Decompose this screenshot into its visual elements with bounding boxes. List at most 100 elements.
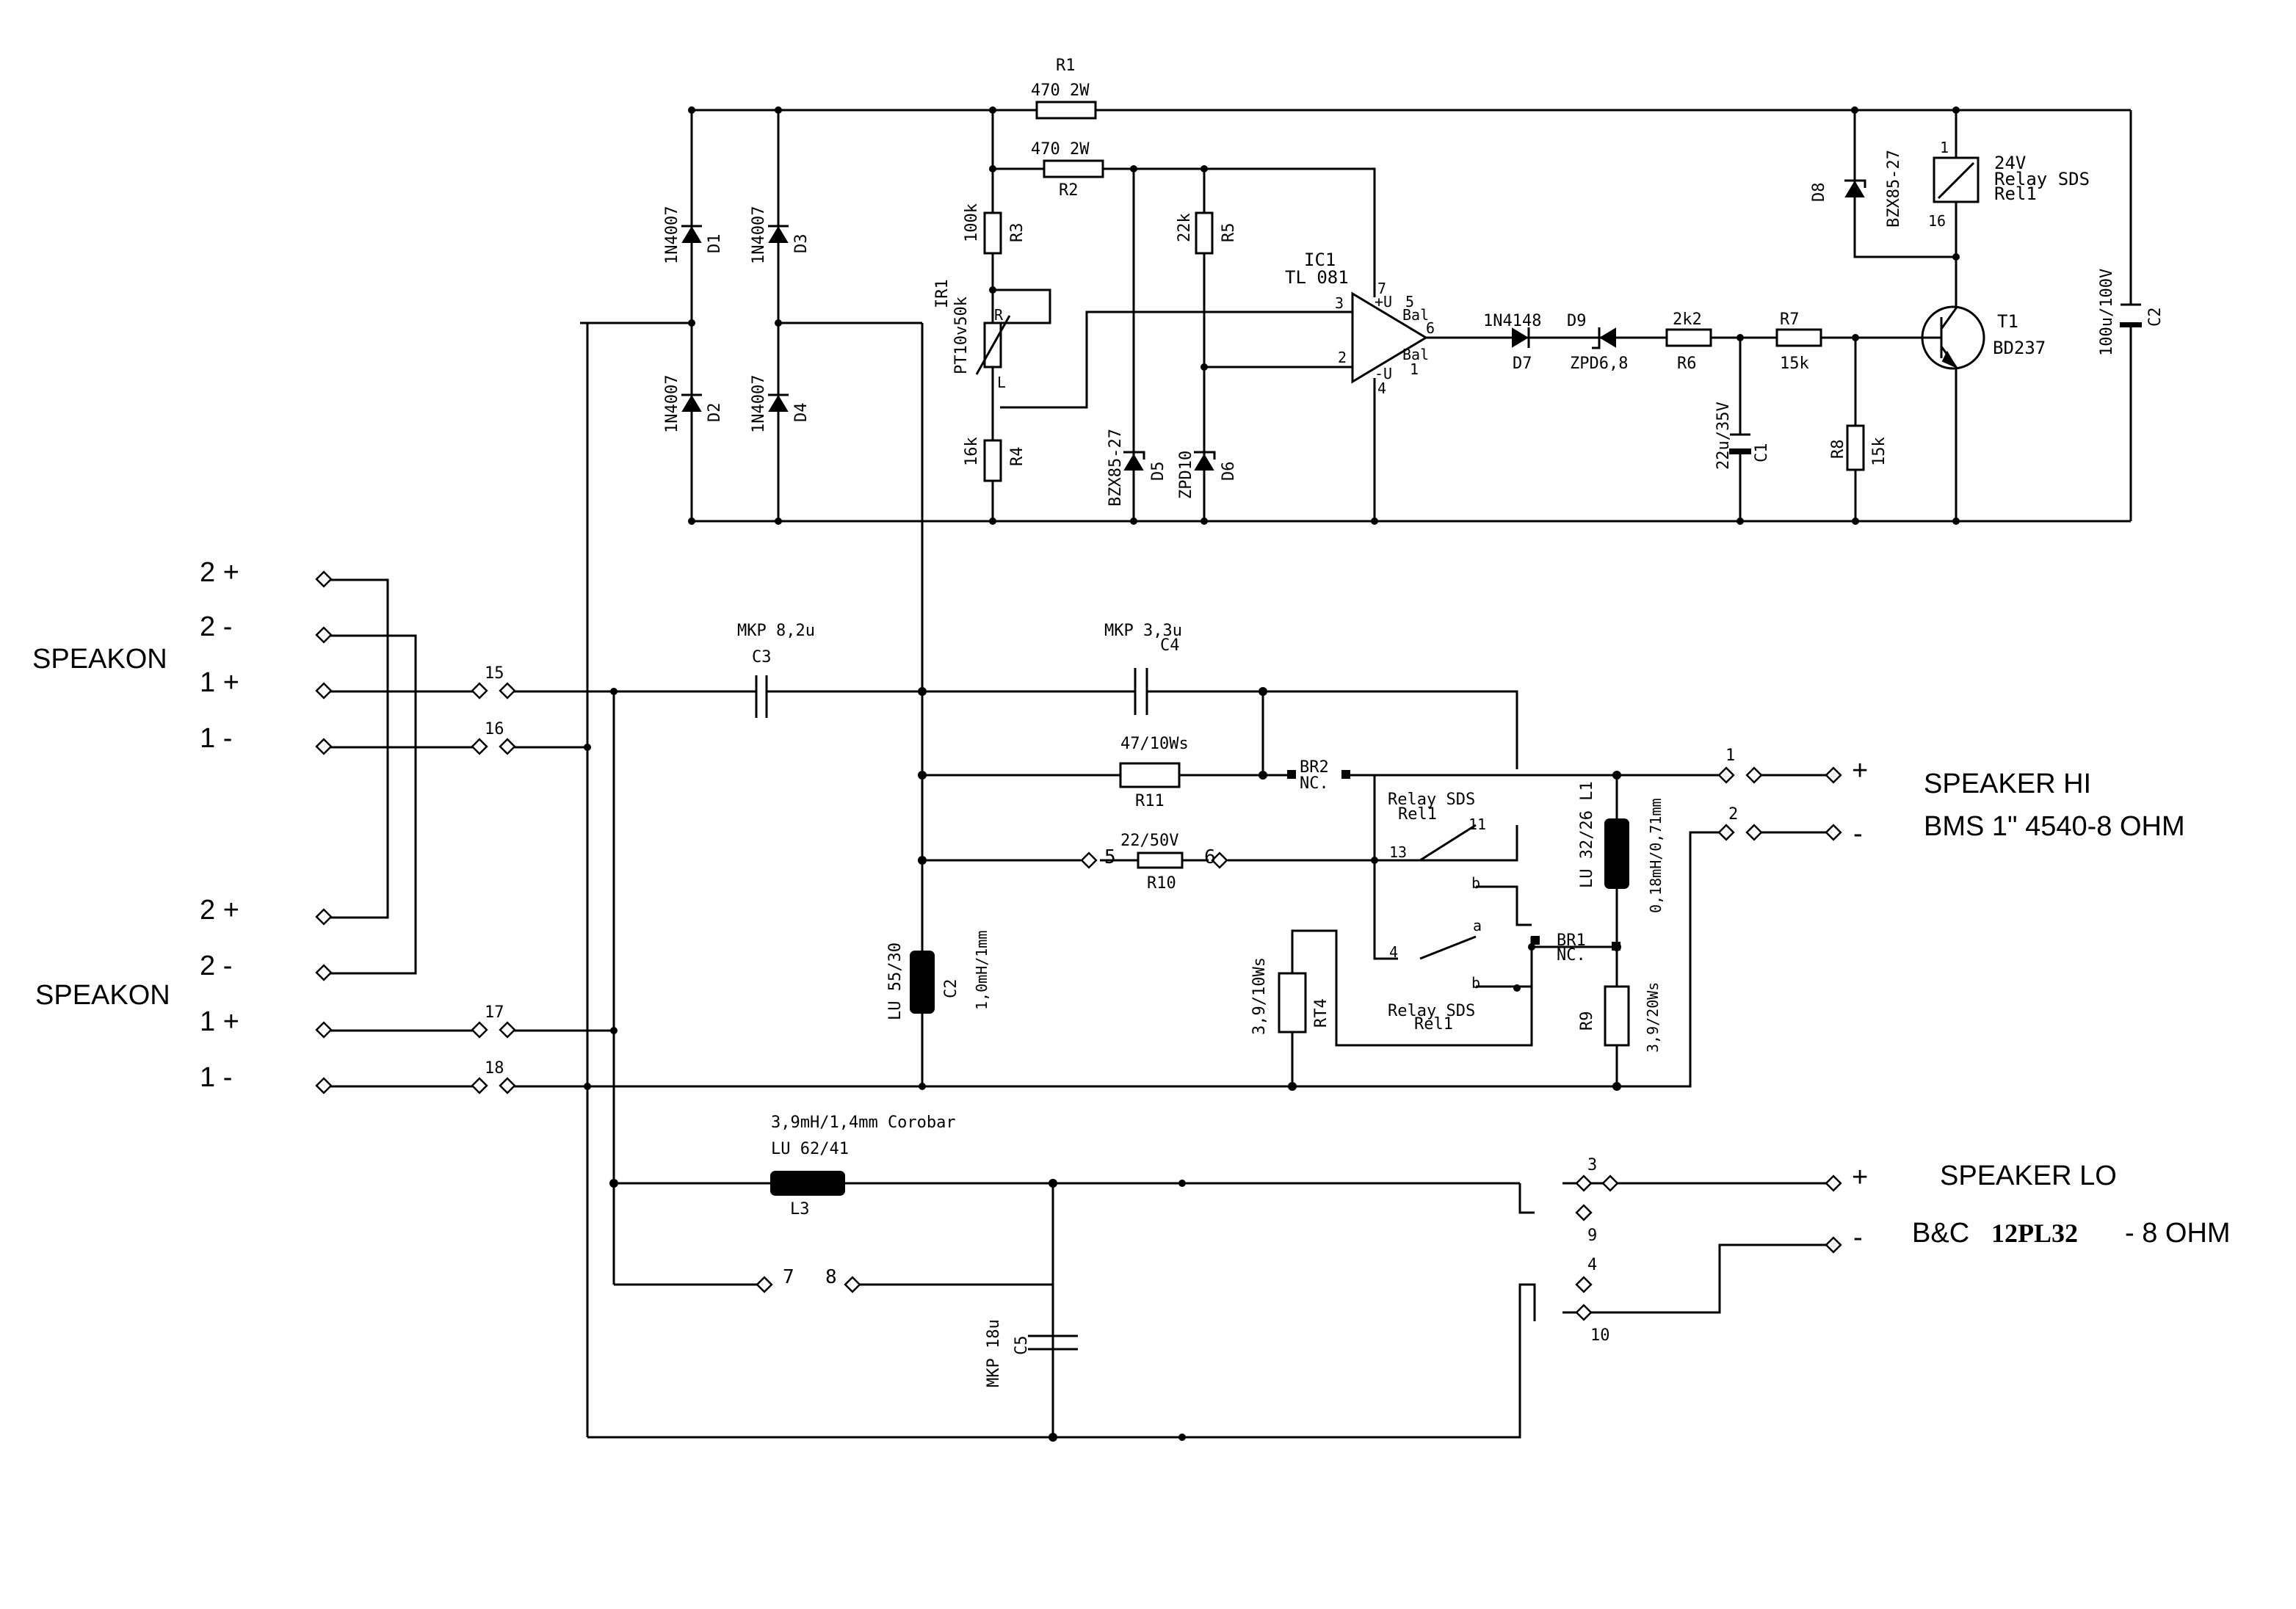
relay-coil-line3: Rel1	[1994, 184, 2037, 204]
relay-pin-4: 4	[1389, 943, 1398, 961]
d6-value: ZPD10	[1177, 451, 1195, 499]
c3-value: MKP 8,2u	[737, 622, 815, 640]
rt4-value: 3,9/10Ws	[1250, 957, 1269, 1035]
terminal-5-box	[1080, 851, 1098, 869]
ic1-pin-1: 1	[1410, 360, 1419, 378]
hi-plus: +	[1852, 755, 1868, 786]
r1-ref: R1	[1056, 57, 1076, 75]
terminal-7-box	[756, 1276, 773, 1293]
rt4-ref: RT4	[1312, 998, 1330, 1028]
ic1-pin-minus-u: -U	[1375, 365, 1392, 382]
bridge-br1-a	[1531, 936, 1540, 945]
input-terminals	[315, 570, 516, 1094]
speakon-a-pin-2plus: 2 +	[200, 557, 239, 588]
r4-ref: R4	[1008, 447, 1026, 467]
out-terminal-1: 1	[1725, 747, 1735, 765]
relay-coil-line2: Relay SDS	[1994, 169, 2090, 189]
ic1-pin-5: 5	[1405, 293, 1414, 310]
output-terminals	[1575, 766, 1842, 1321]
protection-junctions	[688, 106, 1960, 525]
relay-contacts-top-line2: Rel1	[1398, 805, 1437, 824]
speaker-lo-impedance: - 8 OHM	[2125, 1218, 2231, 1249]
r5-d6-column	[1203, 169, 1352, 521]
diode-d4	[768, 393, 789, 412]
d8-ref: D8	[1810, 183, 1828, 203]
r9-ref: R9	[1578, 1011, 1596, 1031]
relay-pin-11: 11	[1469, 816, 1486, 833]
d9-value: ZPD6,8	[1570, 355, 1628, 373]
c4-ref: C4	[1160, 636, 1180, 655]
speakon-b-pin-1plus: 1 +	[200, 1006, 239, 1037]
out-terminal-10: 10	[1590, 1326, 1610, 1345]
ic1-supply	[1373, 169, 1498, 521]
r6-value: 2k2	[1673, 310, 1702, 329]
speakon-b-pin-2minus: 2 -	[200, 951, 232, 981]
d7-ref: D7	[1513, 355, 1532, 373]
relay-pin-b-bottom: b	[1471, 974, 1480, 992]
terminal-8-box	[844, 1276, 861, 1293]
ir1-ref: IR1	[933, 279, 952, 308]
diode-d2	[681, 393, 702, 412]
lo-output-wiring	[1562, 1182, 1833, 1314]
r11-leads	[922, 691, 1264, 777]
transistor-t1-leads	[1922, 257, 1958, 521]
speakon-a-pin-2minus: 2 -	[200, 611, 232, 642]
r1-value: 470 2W	[1031, 81, 1090, 100]
d4-ref: D4	[792, 403, 811, 423]
bridge-br2-a	[1287, 770, 1296, 779]
out-terminal-9: 9	[1587, 1227, 1597, 1245]
r10-ref: R10	[1147, 874, 1176, 893]
bridge-br2-b	[1341, 770, 1350, 779]
speaker-lo-brand: B&C	[1912, 1218, 1969, 1249]
terminal-18: 18	[485, 1059, 504, 1078]
l3-ref: L3	[790, 1200, 810, 1218]
crossover-network: MKP 8,2u C3 MKP 3,3u C4 47/10Ws R11 BR2 …	[584, 323, 1842, 1442]
ic1-value: TL 081	[1285, 267, 1349, 288]
terminal-6: 6	[1204, 846, 1216, 868]
r2-value: 470 2W	[1031, 140, 1090, 159]
ir1-pin-r: R	[994, 306, 1004, 324]
c4-leads	[922, 690, 1518, 769]
diode-d9	[1592, 327, 1616, 349]
d2-value: 1N4007	[663, 375, 681, 433]
crossover-junctions	[584, 687, 1621, 1442]
r2-ref: R2	[1059, 181, 1079, 200]
r3-ref: R3	[1008, 223, 1026, 243]
diode-d7	[1512, 327, 1530, 348]
resistor-r11	[1119, 762, 1181, 788]
br2-ref: BR2	[1300, 758, 1329, 777]
resistor-r6	[1665, 328, 1712, 347]
lf-section-wiring	[587, 1182, 1536, 1439]
relay-coil-pin-bottom: 16	[1928, 212, 1946, 230]
d5-ref: D5	[1149, 462, 1167, 482]
thermistor-rt4	[1278, 972, 1307, 1034]
c1-value: 22u/35V	[1714, 402, 1733, 470]
c3-ref: C3	[752, 648, 772, 667]
diode-d3	[768, 225, 789, 243]
c4-value: MKP 3,3u	[1104, 622, 1182, 640]
hi-minus: -	[1853, 818, 1863, 849]
d7-value: 1N4148	[1483, 312, 1541, 330]
relay-coil-slash	[1937, 161, 1975, 200]
terminal-5: 5	[1104, 846, 1116, 868]
l1-ref: LU 32/26 L1	[1578, 781, 1596, 888]
relay-contacts-bottom-line2: Rel1	[1414, 1015, 1453, 1034]
hi-output-wiring	[1755, 774, 1833, 834]
diode-d5	[1123, 451, 1145, 471]
speaker-hi-model: BMS 1" 4540-8 OHM	[1924, 811, 2185, 842]
r8-value: 15k	[1870, 437, 1888, 466]
r7-ref: R7	[1780, 310, 1800, 329]
diode-d6	[1194, 451, 1216, 471]
d1-value: 1N4007	[663, 206, 681, 264]
d6-ref: D6	[1220, 462, 1238, 482]
opamp-ic1	[1351, 291, 1428, 384]
ic1-pin-bal2: Bal	[1402, 346, 1429, 363]
speakon-b-pin-2plus: 2 +	[200, 895, 239, 926]
speaker-lo-model: 12PL32	[1991, 1218, 2078, 1248]
transistor-t1-arrow	[1941, 350, 1958, 369]
d9-ref: D9	[1567, 312, 1587, 330]
ic1-pin-4: 4	[1377, 379, 1386, 397]
relay-contact-wiring	[1291, 775, 1620, 1047]
speakon-b-label: SPEAKON	[35, 980, 170, 1011]
